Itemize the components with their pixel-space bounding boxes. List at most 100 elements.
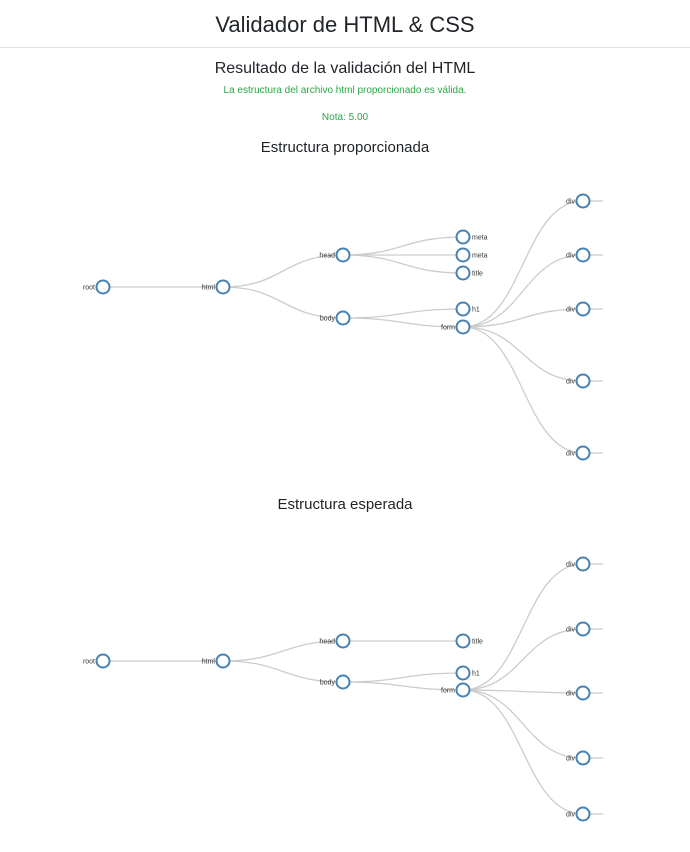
tree-node-label: head — [319, 253, 335, 260]
tree-node-circle[interactable] — [455, 229, 471, 245]
tree-node-circle[interactable] — [455, 665, 471, 681]
tree-node-label: body — [320, 316, 336, 323]
tree-node-circle[interactable] — [575, 556, 591, 572]
tree-node-head[interactable]: head — [319, 247, 351, 263]
tree-node-form[interactable]: form — [441, 682, 471, 698]
tree-node-label: h1 — [472, 671, 480, 678]
tree-node-root[interactable]: root — [83, 653, 111, 669]
tree-node-body[interactable]: body — [320, 310, 351, 326]
tree-node-div[interactable]: div — [566, 556, 591, 572]
tree-link — [342, 308, 464, 319]
result-title: Resultado de la validación del HTML — [214, 60, 476, 77]
tree-node-circle[interactable] — [335, 310, 351, 326]
tree-link — [342, 681, 464, 691]
tree-node-label: head — [319, 639, 335, 646]
tree-node-meta[interactable]: meta — [455, 229, 488, 245]
tree-node-label: div — [566, 253, 575, 260]
tree-node-circle[interactable] — [455, 265, 471, 281]
tree-link — [222, 286, 344, 319]
tree-node-div[interactable]: div — [566, 685, 591, 701]
tree-node-label: root — [83, 285, 95, 292]
tree-node-div[interactable]: div — [566, 193, 591, 209]
tree-node-circle[interactable] — [335, 247, 351, 263]
tree-node-circle[interactable] — [455, 319, 471, 335]
tree-node-circle[interactable] — [335, 674, 351, 690]
tree-node-circle[interactable] — [455, 633, 471, 649]
tree-node-div[interactable]: div — [566, 806, 591, 822]
tree-node-circle[interactable] — [95, 653, 111, 669]
expected-structure-title: Estructura esperada — [277, 496, 413, 513]
tree-node-label: div — [566, 627, 575, 634]
page-header: Validador de HTML & CSS — [0, 0, 690, 48]
tree-node-circle[interactable] — [215, 653, 231, 669]
tree-node-label: html — [202, 285, 216, 292]
tree-node-label: div — [566, 691, 575, 698]
tree-node-html[interactable]: html — [202, 279, 231, 295]
tree-node-label: form — [441, 688, 455, 695]
tree-link — [462, 689, 584, 759]
provided-structure-tree: meta meta title head h1 div div div div div form bo… — [83, 193, 603, 461]
tree-node-circle[interactable] — [575, 445, 591, 461]
tree-node-circle[interactable] — [335, 633, 351, 649]
tree-node-title[interactable]: title — [455, 265, 484, 281]
tree-node-label: meta — [472, 235, 488, 242]
tree-node-label: form — [441, 325, 455, 332]
app-title: Validador de HTML & CSS — [215, 11, 475, 37]
tree-node-circle[interactable] — [575, 685, 591, 701]
tree-link — [342, 672, 464, 683]
tree-node-label: meta — [472, 253, 488, 260]
tree-node-label: html — [202, 659, 216, 666]
grade-text: Nota: 5.00 — [321, 112, 369, 123]
tree-node-div[interactable]: div — [566, 301, 591, 317]
tree-node-circle[interactable] — [575, 247, 591, 263]
tree-node-circle[interactable] — [575, 193, 591, 209]
tree-link — [342, 236, 464, 256]
tree-node-div[interactable]: div — [566, 621, 591, 637]
tree-node-div[interactable]: div — [566, 247, 591, 263]
tree-link — [462, 689, 584, 694]
tree-node-label: title — [472, 271, 483, 278]
tree-node-h1[interactable]: h1 — [455, 665, 480, 681]
validation-status: La estructura del archivo html proporcio… — [223, 85, 467, 96]
tree-link — [462, 689, 584, 815]
tree-node-label: root — [83, 659, 95, 666]
tree-node-circle[interactable] — [215, 279, 231, 295]
tree-node-circle[interactable] — [455, 682, 471, 698]
tree-node-circle[interactable] — [575, 373, 591, 389]
tree-node-head[interactable]: head — [319, 633, 351, 649]
tree-link — [462, 308, 584, 328]
tree-link — [462, 200, 584, 328]
tree-node-label: div — [566, 451, 575, 458]
expected-structure-tree: title head h1 div div div div div form body html ro… — [83, 556, 603, 822]
provided-structure-title: Estructura proporcionada — [260, 139, 430, 156]
tree-link — [222, 660, 344, 683]
tree-node-circle[interactable] — [575, 806, 591, 822]
tree-node-title[interactable]: title — [455, 633, 484, 649]
tree-node-circle[interactable] — [575, 621, 591, 637]
tree-node-body[interactable]: body — [320, 674, 351, 690]
tree-node-h1[interactable]: h1 — [455, 301, 480, 317]
tree-node-html[interactable]: html — [202, 653, 231, 669]
tree-link — [222, 254, 344, 288]
tree-node-circle[interactable] — [95, 279, 111, 295]
tree-node-label: body — [320, 680, 336, 687]
tree-link — [462, 326, 584, 454]
tree-node-circle[interactable] — [575, 301, 591, 317]
tree-node-circle[interactable] — [575, 750, 591, 766]
tree-node-root[interactable]: root — [83, 279, 111, 295]
tree-node-circle[interactable] — [455, 301, 471, 317]
tree-node-label: div — [566, 307, 575, 314]
tree-link — [342, 317, 464, 328]
tree-node-label: div — [566, 812, 575, 819]
tree-node-label: h1 — [472, 307, 480, 314]
tree-node-label: title — [472, 639, 483, 646]
tree-node-div[interactable]: div — [566, 750, 591, 766]
tree-node-form[interactable]: form — [441, 319, 471, 335]
tree-node-div[interactable]: div — [566, 373, 591, 389]
tree-node-meta[interactable]: meta — [455, 247, 488, 263]
tree-link — [462, 628, 584, 691]
tree-link — [222, 640, 344, 662]
tree-node-circle[interactable] — [455, 247, 471, 263]
tree-node-div[interactable]: div — [566, 445, 591, 461]
tree-link — [462, 254, 584, 328]
